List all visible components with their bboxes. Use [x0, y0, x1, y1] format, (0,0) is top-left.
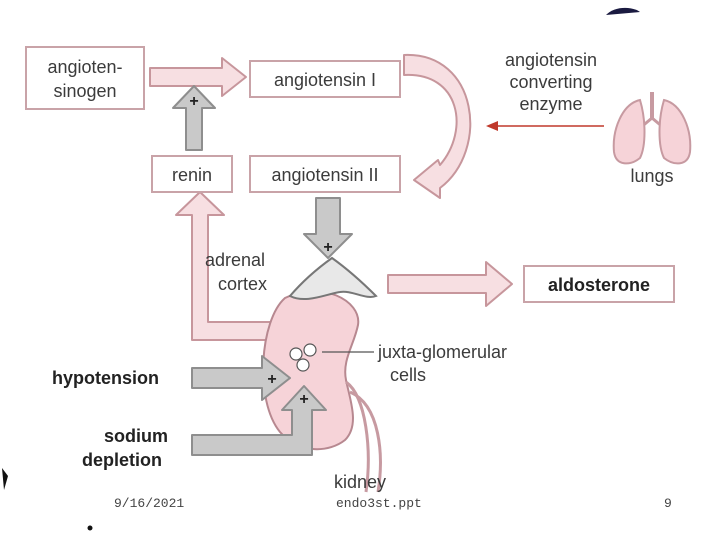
angiotensin1-box	[249, 60, 401, 98]
angiotensinogen-label-2: sinogen	[53, 81, 116, 101]
ace-label-2: converting	[509, 72, 592, 92]
juxtaglomerular-label-1: juxta-glomerular	[377, 342, 507, 362]
angiotensinogen-label-1: angioten-	[47, 57, 122, 77]
plus-sign: +	[299, 391, 308, 408]
plus-sign: +	[267, 371, 276, 388]
ace-label-3: enzyme	[519, 94, 582, 114]
sodium-label-1: sodium	[104, 426, 168, 446]
conversion-curve-arrow	[403, 53, 472, 199]
angiotensin2-box	[249, 155, 401, 193]
plus-sign: +	[323, 239, 332, 256]
angiotensinogen-to-angiotensin1-arrow	[149, 57, 247, 97]
sodium-label-2: depletion	[82, 450, 162, 470]
ace-label-1: angiotensin	[505, 50, 597, 70]
lungs-label: lungs	[630, 166, 673, 186]
aldosterone-label: aldosterone	[548, 275, 650, 295]
edge-mark-icon	[2, 468, 8, 490]
lungs-icon	[612, 92, 692, 165]
hypotension-label: hypotension	[52, 368, 159, 388]
plus-sign: +	[189, 93, 198, 110]
juxtaglomerular-cells-icon	[289, 343, 317, 372]
kidney-to-renin-arrow	[175, 191, 279, 341]
juxtaglomerular-label-2: cells	[390, 365, 426, 385]
angiotensinogen-box	[25, 46, 145, 110]
adrenal-cortex-label-1: adrenal	[205, 250, 265, 270]
adrenal-cortex-label-2: cortex	[218, 274, 267, 294]
angiotensin1-label: angiotensin I	[274, 70, 376, 90]
adrenal-gland-icon	[288, 256, 378, 301]
renin-label: renin	[172, 165, 212, 185]
renin-box	[151, 155, 233, 193]
angiotensin2-label: angiotensin II	[271, 165, 378, 185]
adrenal-to-aldosterone-arrow	[387, 261, 513, 307]
sodium-depletion-arrow	[191, 385, 327, 456]
angiotensin2-to-adrenal-arrow	[303, 197, 353, 259]
footer-page-number: 9	[664, 496, 672, 511]
hypotension-arrow	[191, 355, 291, 401]
dot-mark-icon	[87, 525, 93, 531]
renin-stimulus-arrow	[172, 85, 216, 151]
kidney-icon	[262, 290, 382, 493]
aldosterone-box	[523, 265, 675, 303]
enzyme-arrow	[486, 121, 604, 131]
footer-filename: endo3st.ppt	[336, 496, 422, 511]
footer-date: 9/16/2021	[114, 496, 185, 511]
corner-mark-icon	[606, 7, 640, 15]
kidney-label: kidney	[334, 472, 386, 492]
